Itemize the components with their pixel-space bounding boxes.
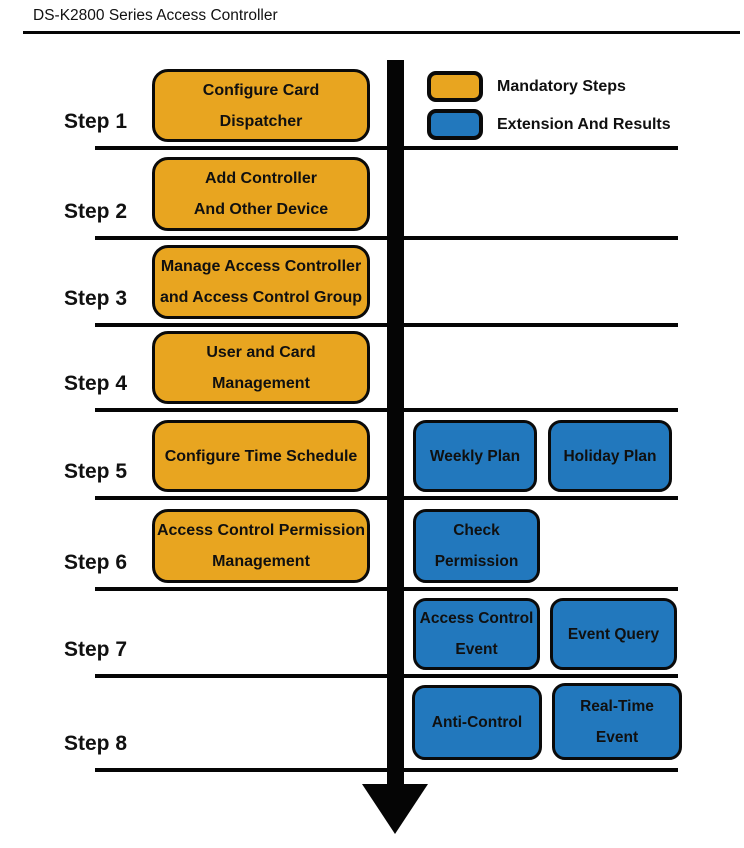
box-text-line: Configure Card bbox=[202, 81, 320, 99]
box-text-line: Add Controller bbox=[205, 170, 317, 187]
box-text-line: Anti-Control bbox=[431, 714, 523, 731]
box-text-line: Configure Time Schedule bbox=[164, 447, 358, 465]
box-text-line: And Other Device bbox=[193, 201, 329, 218]
box-text-line: Management bbox=[212, 553, 310, 570]
step-6-mandatory-box: Access Control Permission Management bbox=[152, 509, 370, 583]
extension-box-access-control-event: Access Control Event bbox=[413, 598, 540, 670]
step-6-divider bbox=[95, 587, 678, 591]
box-text-line: Holiday Plan bbox=[563, 447, 657, 465]
title-divider bbox=[23, 31, 740, 34]
extension-box-weekly-plan: Weekly Plan bbox=[413, 420, 537, 492]
step-1-divider bbox=[95, 146, 678, 150]
step-7-divider bbox=[95, 674, 678, 678]
step-3-divider bbox=[95, 323, 678, 327]
box-text-line: Event Query bbox=[567, 625, 660, 643]
step-2-label: Step 2 bbox=[64, 200, 128, 223]
legend-mandatory-label: Mandatory Steps bbox=[497, 77, 626, 95]
box-text-line: Weekly Plan bbox=[429, 447, 521, 465]
legend-extension-label: Extension And Results bbox=[497, 115, 671, 133]
box-text-line: Manage Access Controller bbox=[160, 258, 362, 275]
step-1-mandatory-box: Configure Card Dispatcher bbox=[152, 69, 370, 142]
down-arrow-icon bbox=[362, 784, 428, 834]
extension-box-event-query: Event Query bbox=[550, 598, 677, 670]
step-8-label: Step 8 bbox=[64, 732, 128, 755]
box-text-line: Access Control Permission bbox=[156, 522, 366, 539]
box-text-line: Access Control bbox=[419, 610, 534, 627]
step-8-divider bbox=[95, 768, 678, 772]
step-2-divider bbox=[95, 236, 678, 240]
step-5-divider bbox=[95, 496, 678, 500]
extension-box-real-time-event: Real-Time Event bbox=[552, 683, 682, 760]
box-text-line: Check bbox=[453, 522, 500, 539]
step-6-label: Step 6 bbox=[64, 551, 128, 574]
step-7-label: Step 7 bbox=[64, 638, 128, 661]
step-3-mandatory-box: Manage Access Controller and Access Cont… bbox=[152, 245, 370, 319]
step-5-label: Step 5 bbox=[64, 460, 128, 483]
step-4-mandatory-box: User and Card Management bbox=[152, 331, 370, 404]
extension-box-anti-control: Anti-Control bbox=[412, 685, 542, 760]
step-4-label: Step 4 bbox=[64, 372, 128, 395]
box-text-line: Event bbox=[595, 728, 639, 746]
step-3-label: Step 3 bbox=[64, 287, 128, 310]
flow-arrow-line bbox=[387, 60, 404, 790]
box-text-line: and Access Control Group bbox=[159, 289, 363, 306]
extension-box-holiday-plan: Holiday Plan bbox=[548, 420, 672, 492]
legend-mandatory-swatch bbox=[427, 71, 483, 102]
box-text-line: Permission bbox=[434, 553, 519, 570]
box-text-line: Management bbox=[212, 374, 310, 392]
step-1-label: Step 1 bbox=[64, 110, 128, 133]
box-text-line: Real-Time bbox=[580, 697, 654, 715]
box-text-line: Event bbox=[455, 641, 498, 658]
step-5-mandatory-box: Configure Time Schedule bbox=[152, 420, 370, 492]
step-4-divider bbox=[95, 408, 678, 412]
extension-box-check-permission: Check Permission bbox=[413, 509, 540, 583]
box-text-line: User and Card bbox=[206, 343, 316, 361]
document-title: DS-K2800 Series Access Controller bbox=[33, 7, 278, 24]
legend-extension-swatch bbox=[427, 109, 483, 140]
box-text-line: Dispatcher bbox=[219, 112, 303, 130]
step-2-mandatory-box: Add Controller And Other Device bbox=[152, 157, 370, 231]
